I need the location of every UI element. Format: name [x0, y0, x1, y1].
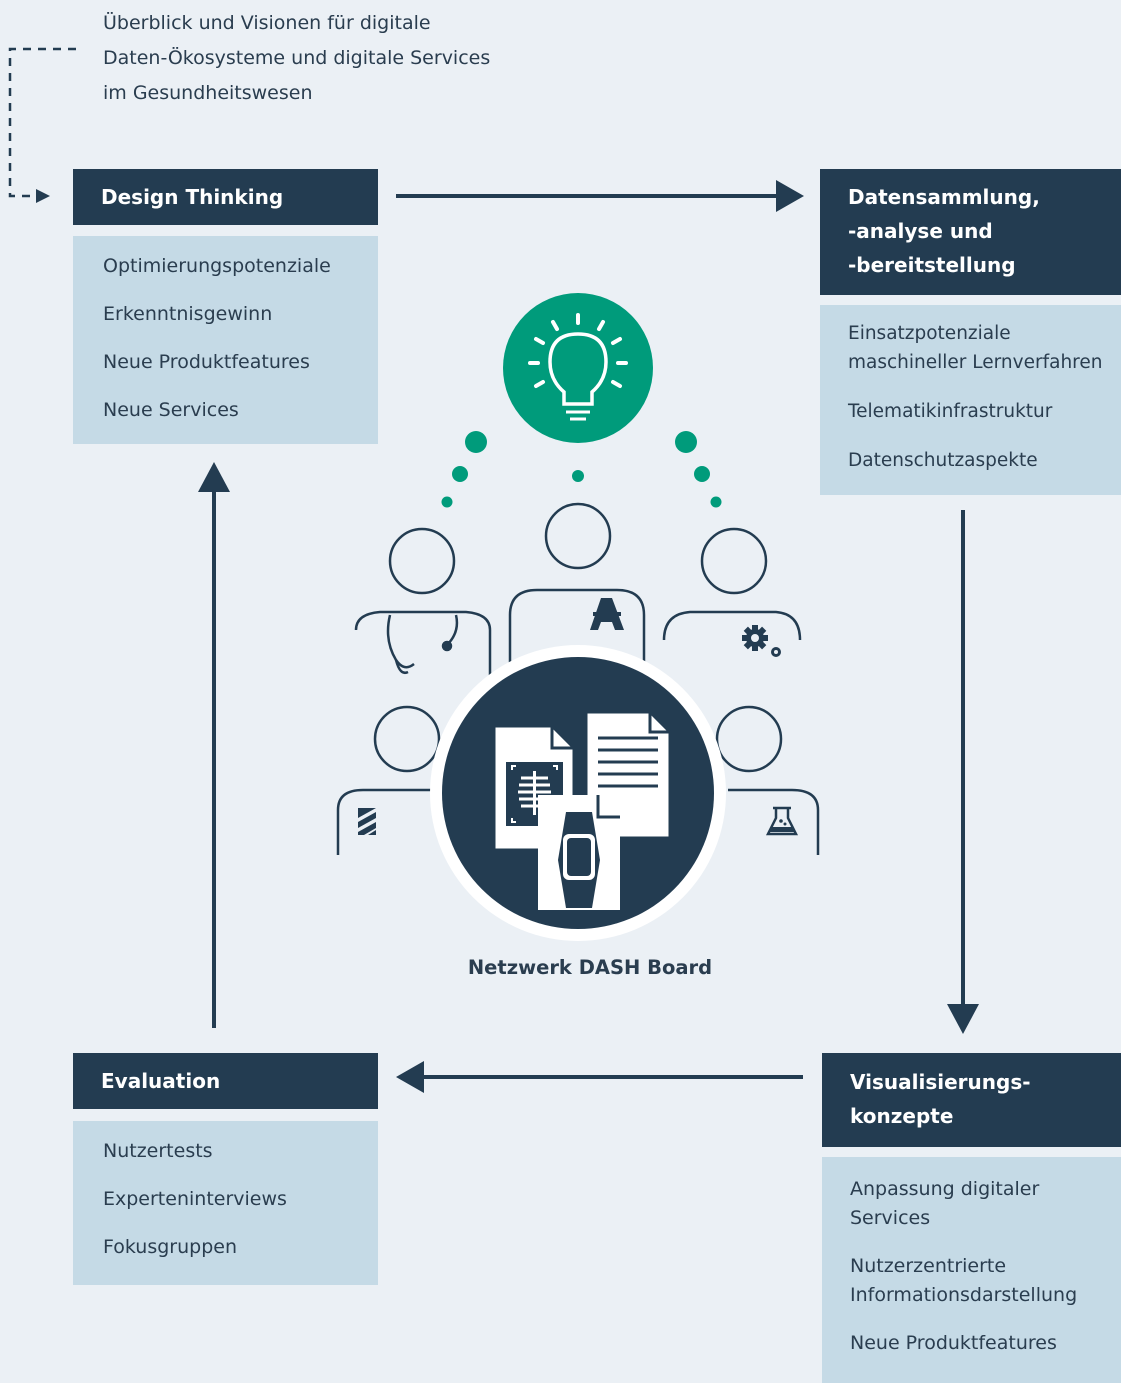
list-item-text: maschineller Lernverfahren	[848, 352, 1103, 373]
design-thinking-header: Design Thinking	[73, 169, 378, 225]
list-item-text: Services	[850, 1207, 931, 1229]
visualisierung-header: Visualisierungs- konzepte	[822, 1053, 1121, 1147]
header-title: konzepte	[850, 1104, 954, 1128]
header-title: Evaluation	[101, 1069, 221, 1093]
list-item-text: Fokusgruppen	[103, 1236, 238, 1258]
list-item-text: Neue Services	[103, 399, 239, 421]
idea-dots	[441, 431, 722, 508]
list-item: Erkenntnisgewinn	[103, 300, 378, 329]
list-item: Optimierungspotenziale	[103, 252, 378, 281]
design-thinking-list: Optimierungspotenziale Erkenntnisgewinn …	[73, 236, 378, 444]
list-item: Neue Produktfeatures	[103, 348, 378, 377]
flask-icon	[765, 806, 799, 836]
lightbulb-icon	[503, 293, 653, 443]
list-item-text: Informationsdarstellung	[850, 1284, 1078, 1306]
arrow-evaluation-to-design	[198, 462, 230, 1028]
header-title: -analyse und	[848, 219, 993, 243]
list-item-text: Nutzerzentrierte	[850, 1255, 1007, 1277]
list-item: Anpassung digitaler Services	[850, 1175, 1121, 1233]
list-item-text: Anpassung digitaler	[850, 1178, 1040, 1200]
gears-icon	[742, 625, 781, 657]
list-item: Neue Produktfeatures	[850, 1329, 1121, 1358]
intro-text: Überblick und Visionen für digitale Date…	[103, 6, 563, 111]
datensammlung-list: Einsatzpotenziale maschineller Lernverfa…	[820, 305, 1121, 495]
smartwatch-icon	[538, 795, 620, 910]
list-item: Nutzerzentrierte Informationsdarstellung	[850, 1252, 1121, 1310]
header-title: Datensammlung,	[848, 185, 1040, 209]
pharmacy-icon	[590, 598, 624, 630]
header-title: -bereitstellung	[848, 253, 1016, 277]
list-item: Experteninterviews	[103, 1185, 378, 1214]
list-item: Nutzertests	[103, 1137, 378, 1166]
list-item-text: Erkenntnisgewinn	[103, 303, 273, 325]
header-title: Visualisierungs-	[850, 1070, 1031, 1094]
list-item-text: Optimierungspotenziale	[103, 255, 331, 277]
datensammlung-header: Datensammlung, -analyse und -bereitstell…	[820, 169, 1121, 295]
list-item-text: Datenschutzaspekte	[848, 450, 1038, 471]
arrow-design-to-daten	[396, 180, 804, 212]
list-item-text: Neue Produktfeatures	[103, 351, 310, 373]
dashed-entry-arrow	[8, 47, 76, 198]
intro-line: Daten-Ökosysteme und digitale Services	[103, 47, 491, 69]
list-item: Einsatzpotenziale maschineller Lernverfa…	[848, 319, 1121, 377]
arrow-visual-to-evaluation	[396, 1061, 803, 1093]
list-item-text: Experteninterviews	[103, 1188, 287, 1210]
evaluation-header: Evaluation	[73, 1053, 378, 1109]
people-group	[336, 502, 820, 855]
evaluation-list: Nutzertests Experteninterviews Fokusgrup…	[73, 1121, 378, 1285]
list-item: Telematikinfrastruktur	[848, 397, 1121, 426]
list-item-text: Einsatzpotenziale	[848, 323, 1011, 344]
header-title: Design Thinking	[101, 185, 284, 209]
list-item: Fokusgruppen	[103, 1233, 378, 1262]
list-item-text: Nutzertests	[103, 1140, 213, 1162]
fraunhofer-logo-icon	[358, 808, 376, 835]
visualisierung-list: Anpassung digitaler Services Nutzerzentr…	[822, 1157, 1121, 1383]
stethoscope-icon	[386, 614, 459, 674]
intro-line: im Gesundheitswesen	[103, 82, 313, 104]
arrow-daten-to-visual	[947, 510, 979, 1034]
list-item-text: Neue Produktfeatures	[850, 1332, 1057, 1354]
list-item: Datenschutzaspekte	[848, 446, 1121, 475]
intro-line: Überblick und Visionen für digitale	[103, 12, 431, 34]
list-item-text: Telematikinfrastruktur	[848, 401, 1053, 422]
list-item: Neue Services	[103, 396, 378, 425]
network-title: Netzwerk DASH Board	[467, 956, 713, 979]
